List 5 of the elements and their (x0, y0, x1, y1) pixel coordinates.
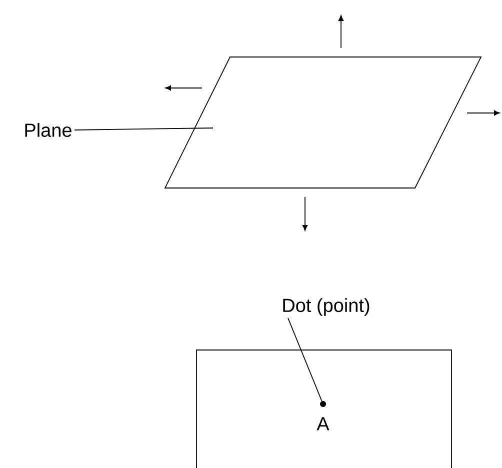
point-label: A (316, 417, 330, 430)
label: Plane (25, 123, 72, 137)
leader-line (74, 128, 214, 130)
leader-line (288, 318, 322, 402)
label: Dot (point) (283, 298, 370, 316)
